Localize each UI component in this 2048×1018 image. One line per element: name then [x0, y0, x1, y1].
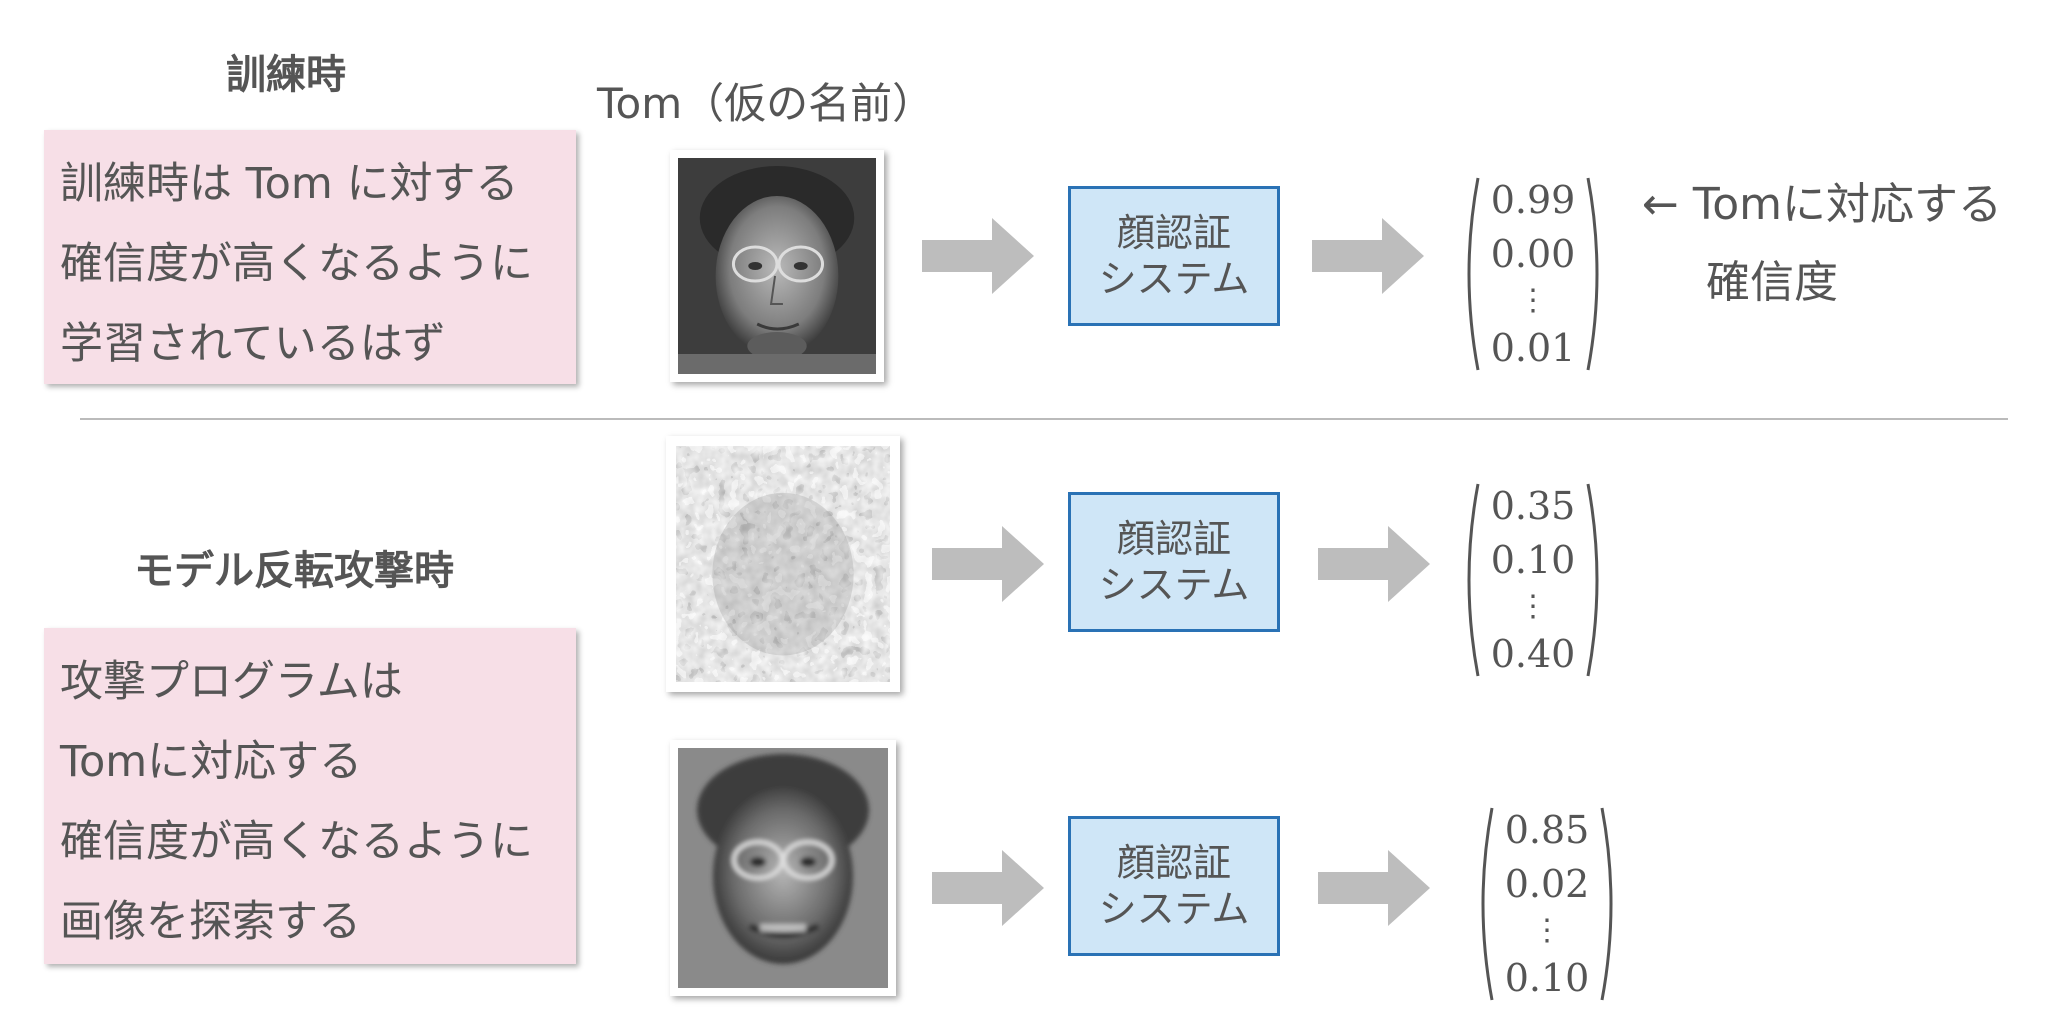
- left-paren-icon: [1467, 177, 1480, 371]
- system-label-line: 顔認証: [1116, 517, 1231, 561]
- training-heading: 訓練時: [226, 52, 346, 98]
- arrow-right-icon: [922, 218, 1034, 294]
- face-recognition-system-box: 顔認証 システム: [1068, 816, 1280, 956]
- arrow-right-icon: [932, 526, 1044, 602]
- confidence-value: 0.85: [1504, 808, 1590, 852]
- confidence-annotation-line: ← Tomに対応する: [1642, 179, 2003, 230]
- arrow-right-icon: [1318, 850, 1430, 926]
- training-description-box: 訓練時は Tom に対する 確信度が高くなるように 学習されているはず: [44, 130, 576, 384]
- vertical-ellipsis: ⋮: [1518, 283, 1548, 318]
- system-label-line: システム: [1098, 887, 1250, 931]
- training-description-line: 訓練時は Tom に対する: [60, 159, 519, 209]
- confidence-value: 0.35: [1490, 484, 1576, 528]
- confidence-value: 0.00: [1490, 232, 1576, 276]
- system-label-line: システム: [1098, 257, 1250, 301]
- confidence-value: 0.99: [1490, 178, 1576, 222]
- right-paren-icon: [1600, 807, 1613, 1001]
- reconstructed-face-image: [670, 740, 896, 996]
- section-divider: [80, 418, 2008, 420]
- confidence-value: 0.02: [1504, 862, 1590, 906]
- confidence-value: 0.01: [1490, 326, 1576, 370]
- confidence-vector-initial: 0.35 0.10 ⋮ 0.40: [1458, 482, 1608, 678]
- left-paren-icon: [1481, 807, 1494, 1001]
- right-paren-icon: [1586, 177, 1599, 371]
- left-paren-icon: [1467, 483, 1480, 677]
- arrow-right-icon: [932, 850, 1044, 926]
- arrow-right-icon: [1312, 218, 1424, 294]
- attack-description-line: 確信度が高くなるように: [60, 817, 533, 867]
- confidence-vector-training: 0.99 0.00 ⋮ 0.01: [1458, 176, 1608, 372]
- attack-description-box: 攻撃プログラムは Tomに対応する 確信度が高くなるように 画像を探索する: [44, 628, 576, 964]
- training-description-line: 学習されているはず: [60, 319, 446, 369]
- face-recognition-system-box: 顔認証 システム: [1068, 492, 1280, 632]
- photo-caption: Tom（仮の名前）: [597, 79, 935, 128]
- noisy-image-initial: [666, 436, 900, 692]
- system-label-line: 顔認証: [1116, 841, 1231, 885]
- confidence-vector-final: 0.85 0.02 ⋮ 0.10: [1472, 806, 1622, 1002]
- face-photo-tom: [670, 150, 884, 382]
- vertical-ellipsis: ⋮: [1532, 913, 1562, 948]
- face-recognition-system-box: 顔認証 システム: [1068, 186, 1280, 326]
- confidence-value: 0.10: [1490, 538, 1576, 582]
- vertical-ellipsis: ⋮: [1518, 589, 1548, 624]
- confidence-value: 0.10: [1504, 956, 1590, 1000]
- attack-description-line: Tomに対応する: [60, 737, 363, 787]
- attack-description-line: 画像を探索する: [60, 897, 361, 947]
- right-paren-icon: [1586, 483, 1599, 677]
- confidence-annotation-line: 確信度: [1706, 257, 1838, 308]
- arrow-right-icon: [1318, 526, 1430, 602]
- attack-description-line: 攻撃プログラムは: [60, 657, 403, 707]
- training-description-line: 確信度が高くなるように: [60, 239, 533, 289]
- attack-heading: モデル反転攻撃時: [134, 548, 454, 594]
- confidence-value: 0.40: [1490, 632, 1576, 676]
- system-label-line: システム: [1098, 563, 1250, 607]
- system-label-line: 顔認証: [1116, 211, 1231, 255]
